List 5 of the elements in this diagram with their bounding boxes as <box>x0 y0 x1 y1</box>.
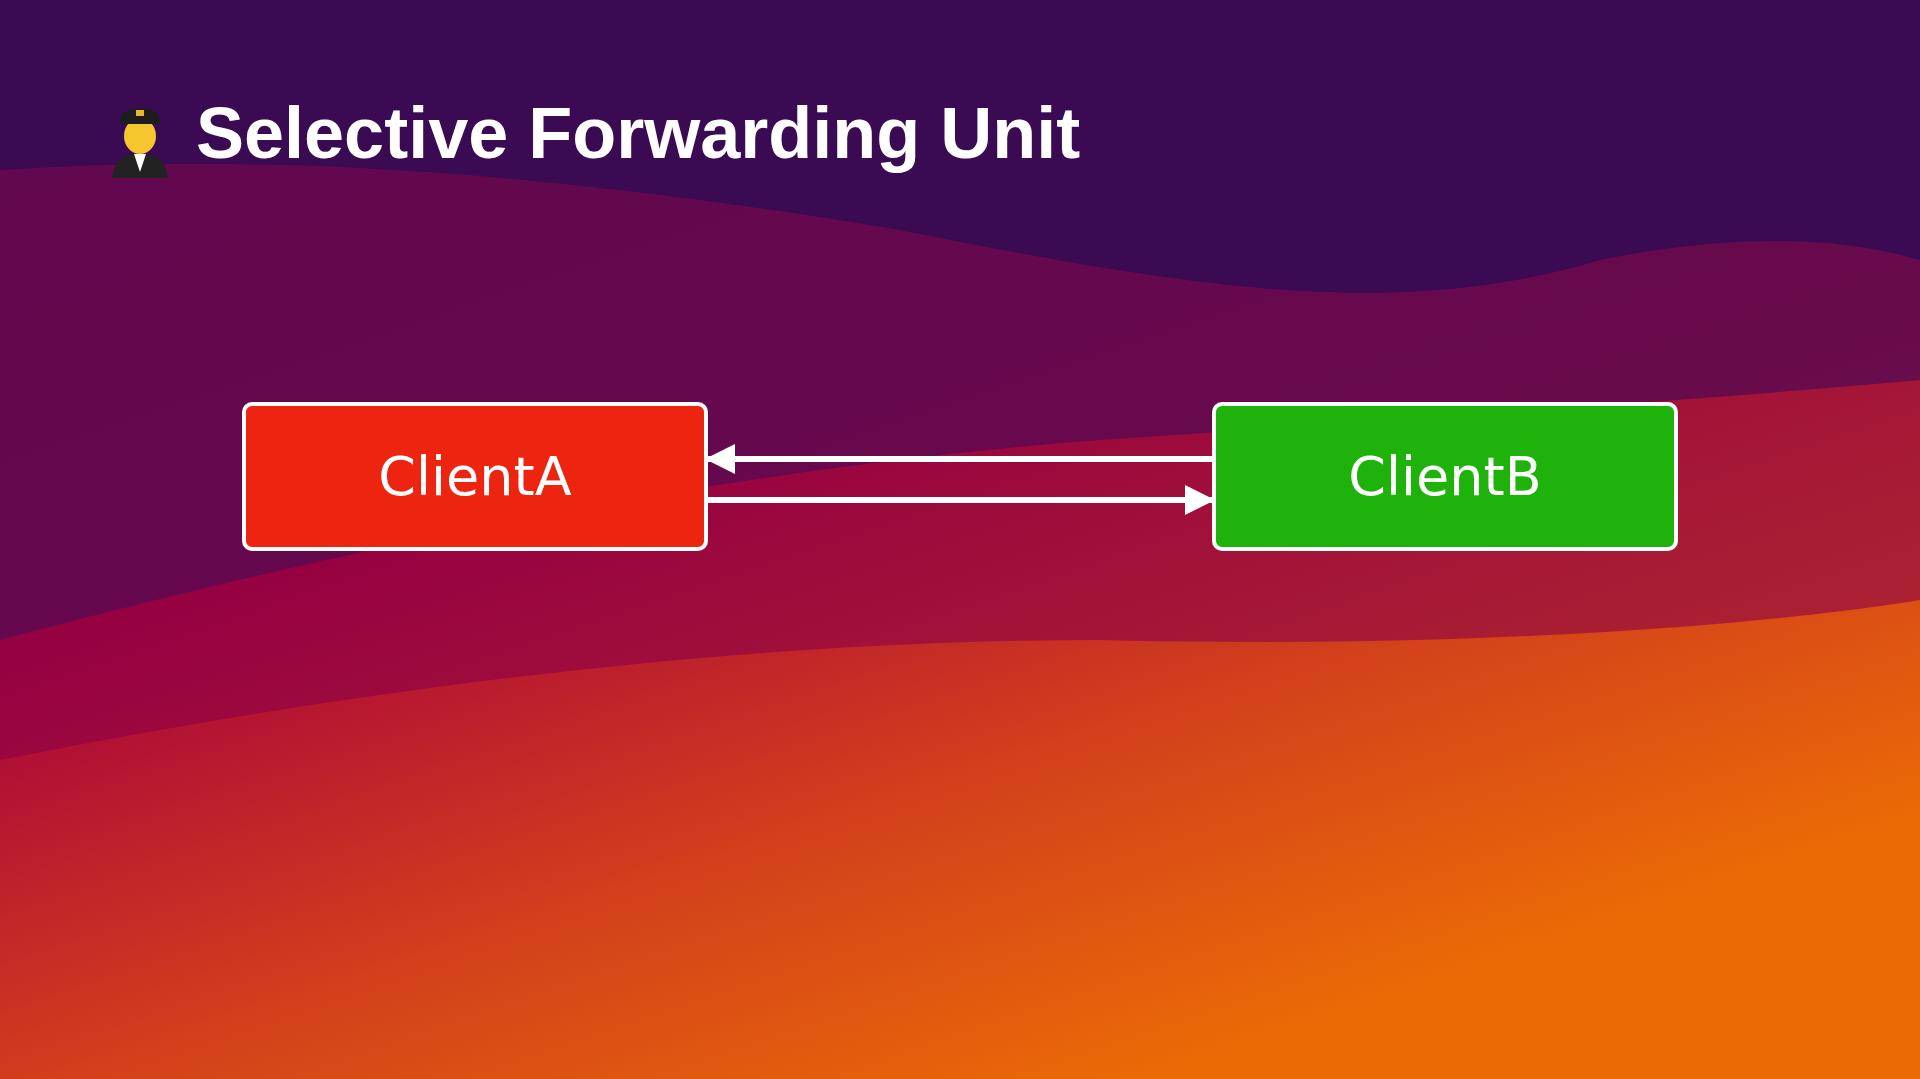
client-box <box>242 402 708 551</box>
client-label: ClientB <box>1348 445 1542 508</box>
client-box <box>1212 402 1678 551</box>
client-label: ClientA <box>378 445 572 508</box>
slide-title: Selective Forwarding Unit <box>196 92 1081 174</box>
